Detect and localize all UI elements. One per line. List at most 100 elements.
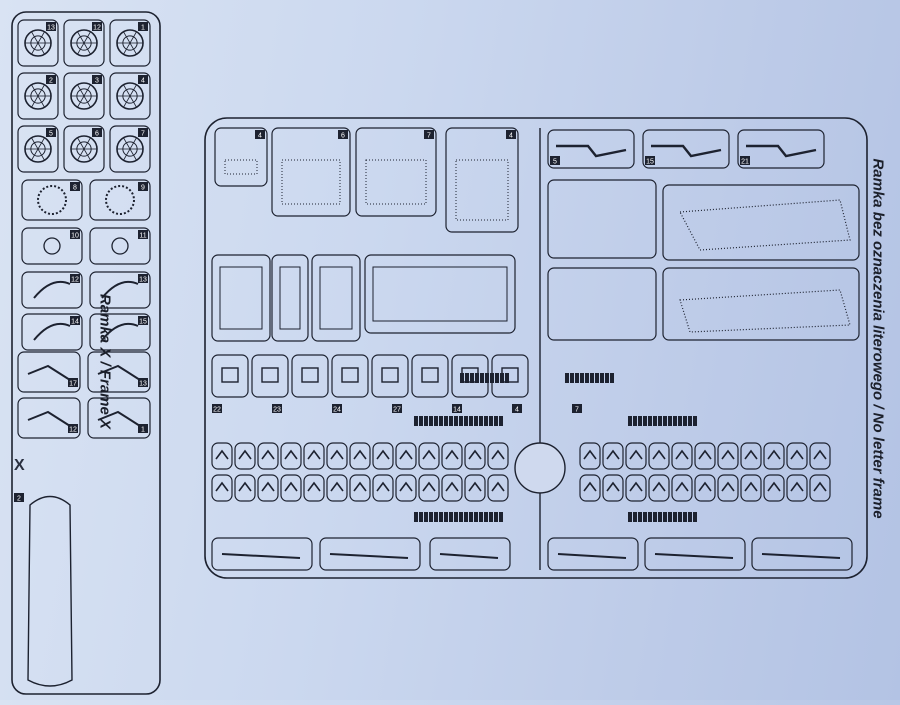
- track-link: [668, 512, 672, 522]
- track-link: [673, 512, 677, 522]
- part-number-tag: [272, 404, 282, 413]
- sprue-cell: [87, 397, 151, 439]
- sprue-cell: [17, 397, 81, 439]
- sprue-cell: [671, 474, 693, 502]
- tool-part: [329, 553, 409, 559]
- part-number-tag: [138, 378, 148, 387]
- bracket-part: [215, 481, 229, 492]
- track-link: [424, 416, 428, 426]
- sprue-cell: [89, 271, 151, 309]
- track-link: [474, 416, 478, 426]
- sprue-cell: [349, 442, 371, 470]
- link-part: [27, 410, 71, 427]
- part-number: 27: [393, 407, 401, 414]
- bracket-part: [721, 449, 735, 460]
- frame-x-label: Ramka X / Frame X: [96, 293, 114, 430]
- part-number-tag: [338, 130, 348, 139]
- track-link: [419, 416, 423, 426]
- track-link: [414, 416, 418, 426]
- track-link: [444, 512, 448, 522]
- sprue-cell: [547, 267, 657, 341]
- sprue-cell: [763, 442, 785, 470]
- wheel-spoke: [129, 95, 137, 108]
- sprue-cell: [211, 474, 233, 502]
- sprue-cell: [257, 474, 279, 502]
- part-number-tag: [138, 424, 148, 433]
- part-number: 23: [273, 407, 281, 414]
- wheel-spoke: [129, 31, 137, 44]
- sprue-cell: [211, 537, 313, 571]
- part-number-tag: [46, 128, 56, 137]
- part-number: 1: [141, 427, 145, 434]
- sprue-cell: [464, 474, 486, 502]
- part-number-tag: [70, 316, 80, 325]
- bracket-part: [353, 481, 367, 492]
- part-number-tag: [68, 378, 78, 387]
- wheel-spoke: [83, 84, 91, 97]
- part-number: 1: [141, 25, 145, 32]
- part-number-tag: [424, 130, 434, 139]
- track-link: [499, 416, 503, 426]
- track-link: [454, 512, 458, 522]
- track-link: [565, 373, 569, 383]
- bracket-part: [445, 481, 459, 492]
- panel-part: [224, 159, 258, 175]
- bracket-part: [721, 481, 735, 492]
- sprue-cell: [441, 474, 463, 502]
- sprocket-part: [37, 185, 67, 215]
- sprue-cell: [87, 351, 151, 393]
- sprue-cell: [355, 127, 437, 217]
- sprue-cell: [21, 271, 83, 309]
- bracket-part: [330, 449, 344, 460]
- part-number: 14: [71, 319, 79, 326]
- track-link: [605, 373, 609, 383]
- sprue-cell: [271, 127, 351, 217]
- wheel-spoke: [123, 95, 131, 108]
- sprue-cell: [21, 179, 83, 221]
- sprue-cell: [547, 537, 639, 571]
- sprue-cell: [280, 442, 302, 470]
- sprue-cell: [717, 442, 739, 470]
- track-link: [449, 416, 453, 426]
- track-link: [474, 512, 478, 522]
- bracket-part: [238, 449, 252, 460]
- bracket-part: [238, 481, 252, 492]
- sprue-cell: [763, 474, 785, 502]
- part-number-tag: [92, 22, 102, 31]
- part-number: 13: [139, 277, 147, 284]
- sprocket-part: [105, 185, 135, 215]
- bracket-part: [652, 449, 666, 460]
- track-link: [480, 373, 484, 383]
- track-link: [459, 512, 463, 522]
- part-number-tag: [138, 128, 148, 137]
- bracket-part: [307, 481, 321, 492]
- arm-part: [33, 280, 71, 299]
- wheel-spoke: [31, 95, 39, 108]
- sprue-cell: [547, 179, 657, 259]
- wheel-spoke: [129, 42, 137, 55]
- track-link: [489, 416, 493, 426]
- track-link: [693, 512, 697, 522]
- hull-side-part: [679, 199, 851, 251]
- track-link: [653, 416, 657, 426]
- track-link: [439, 416, 443, 426]
- track-link: [444, 416, 448, 426]
- sprue-cell: [371, 354, 409, 398]
- small-part: [421, 367, 439, 383]
- sprue-cell: [109, 19, 151, 67]
- bracket-part: [445, 449, 459, 460]
- bracket-part: [422, 481, 436, 492]
- part-number: 4: [258, 133, 262, 140]
- bracket-part: [422, 449, 436, 460]
- sprue-cell: [311, 254, 361, 342]
- track-link: [489, 512, 493, 522]
- bracket-part: [790, 449, 804, 460]
- track-link: [429, 416, 433, 426]
- track-link: [570, 373, 574, 383]
- sprue-cell: [109, 125, 151, 173]
- sprue-cell: [737, 129, 825, 169]
- bracket-part: [353, 449, 367, 460]
- sprue-cell: [211, 254, 271, 342]
- wheel-spoke: [77, 95, 85, 108]
